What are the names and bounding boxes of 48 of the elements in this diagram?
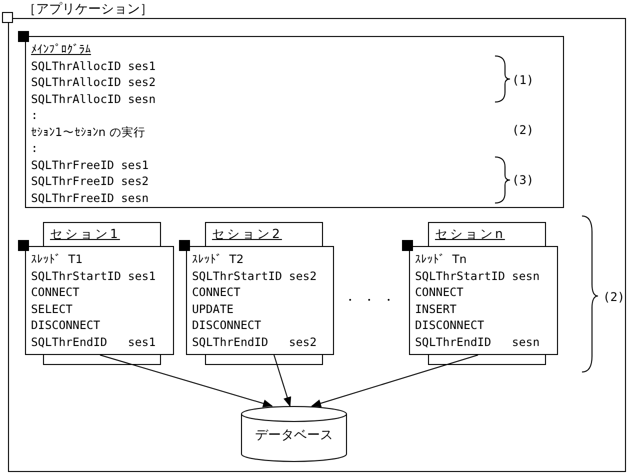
session-card xyxy=(205,222,323,247)
code-line: DISCONNECT xyxy=(31,317,102,334)
session-title: セションn xyxy=(435,226,505,243)
code-line: ｾｼｮﾝ1～ｾｼｮﾝn の実行 xyxy=(31,124,146,140)
code-line: SELECT xyxy=(31,300,74,317)
step-number: (3) xyxy=(512,173,534,187)
session-title: セション1 xyxy=(50,226,120,243)
block-heading: ﾒｲﾝﾌﾟﾛｸﾞﾗﾑ xyxy=(31,41,92,58)
session-card xyxy=(428,222,546,247)
container-heading: ［アプリケーション］ xyxy=(23,1,153,18)
code-line: : xyxy=(31,107,39,124)
step-number: (2) xyxy=(603,290,625,304)
code-line: DISCONNECT xyxy=(192,317,262,334)
code-line: CONNECT xyxy=(415,284,464,300)
code-line: SQLThrFreeID sesn xyxy=(31,190,150,206)
thread-box xyxy=(25,246,174,355)
block-heading: ｽﾚｯﾄﾞ Tn xyxy=(415,251,468,268)
code-line: SQLThrFreeID ses2 xyxy=(31,173,150,190)
code-line: SQLThrAllocID ses1 xyxy=(31,58,156,74)
arrow xyxy=(100,354,273,408)
thread-box xyxy=(186,246,334,355)
code-line: SQLThrEndID ses1 xyxy=(31,334,156,350)
code-line: SQLThrFreeID ses1 xyxy=(31,156,150,173)
code-line: SQLThrStartID ses1 xyxy=(31,268,156,284)
step-number: (1) xyxy=(512,73,534,87)
code-line: SQLThrAllocID sesn xyxy=(31,90,156,107)
session-card xyxy=(43,222,161,247)
ellipsis-dots: ・ ・ ・ xyxy=(344,292,394,309)
session-title: セション2 xyxy=(212,226,282,243)
block-heading: ｽﾚｯﾄﾞ T2 xyxy=(192,251,245,268)
arrow xyxy=(311,354,478,408)
code-line: CONNECT xyxy=(31,284,80,300)
step-number: (2) xyxy=(512,123,534,137)
code-line: SQLThrStartID ses2 xyxy=(192,268,317,284)
block-heading: ｽﾚｯﾄﾞ T1 xyxy=(31,251,84,268)
code-line: : xyxy=(31,140,39,156)
code-line: SQLThrStartID sesn xyxy=(415,268,540,284)
code-line: SQLThrEndID sesn xyxy=(415,334,540,350)
program-box xyxy=(25,36,564,208)
arrow xyxy=(274,354,292,407)
code-line: CONNECT xyxy=(192,284,242,300)
thread-box xyxy=(409,246,558,355)
code-line: SQLThrEndID ses2 xyxy=(192,334,317,350)
database-label: データベース xyxy=(254,427,334,444)
code-line: INSERT xyxy=(415,300,458,317)
code-line: DISCONNECT xyxy=(415,317,486,334)
code-line: UPDATE xyxy=(192,300,235,317)
code-line: SQLThrAllocID ses2 xyxy=(31,74,156,90)
